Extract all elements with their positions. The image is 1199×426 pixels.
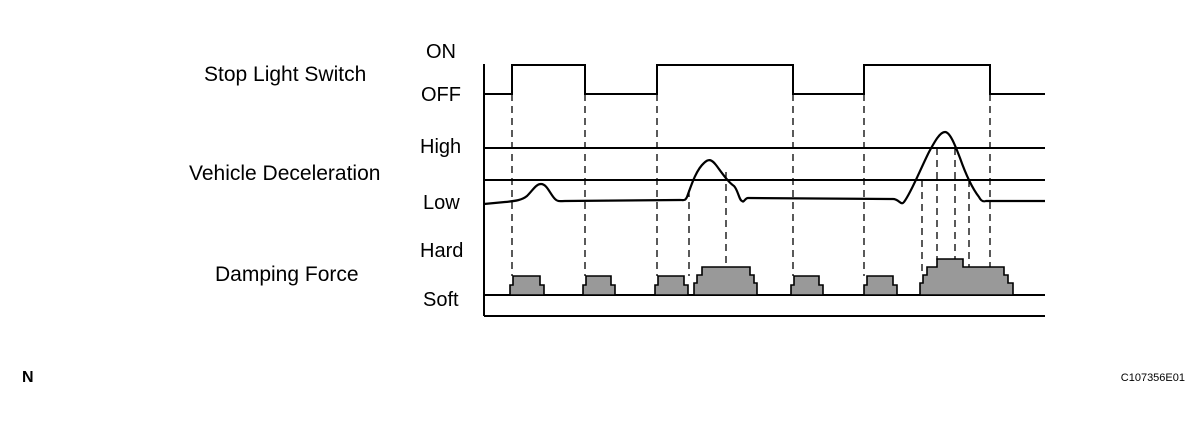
level-off: OFF bbox=[421, 84, 461, 106]
damping-pulse bbox=[693, 266, 758, 296]
level-low: Low bbox=[423, 192, 460, 214]
damping-pulse bbox=[582, 275, 616, 296]
level-high: High bbox=[420, 136, 462, 158]
stop-light-switch-signal bbox=[484, 64, 1045, 95]
damping-pulse bbox=[654, 275, 689, 296]
vehicle-deceleration-curve bbox=[483, 130, 1045, 206]
figure-code: C107356E01 bbox=[1120, 372, 1185, 384]
damping-pulse bbox=[863, 275, 898, 296]
corner-mark: N bbox=[22, 369, 34, 386]
label-stop-light-switch: Stop Light Switch bbox=[204, 63, 367, 86]
label-damping-force: Damping Force bbox=[215, 263, 359, 286]
damping-pulse bbox=[790, 275, 824, 296]
level-hard: Hard bbox=[420, 240, 464, 262]
damping-pulse bbox=[509, 275, 545, 296]
label-vehicle-deceleration: Vehicle Deceleration bbox=[189, 162, 381, 185]
damping-pulse bbox=[919, 258, 1014, 296]
level-on: ON bbox=[426, 41, 456, 63]
level-soft: Soft bbox=[423, 289, 459, 311]
